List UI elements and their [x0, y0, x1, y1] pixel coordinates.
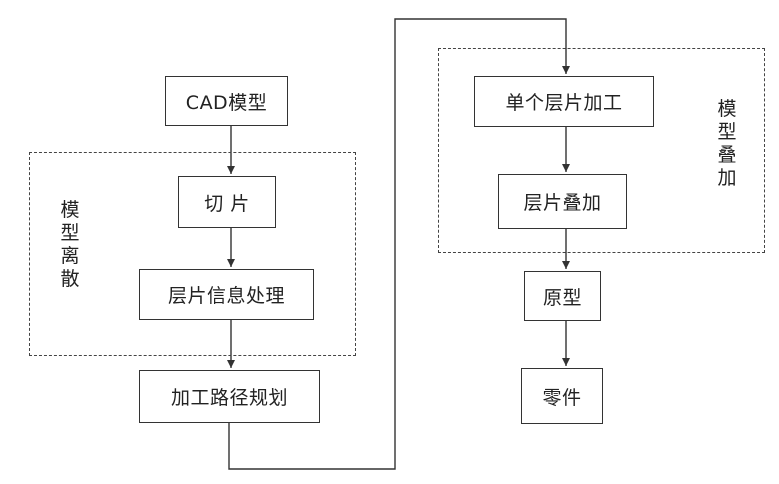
node-path-planning: 加工路径规划 — [139, 370, 320, 423]
node-layer-info-processing: 层片信息处理 — [139, 269, 314, 320]
node-prototype: 原型 — [524, 271, 601, 321]
node-part: 零件 — [521, 368, 603, 424]
region-label-model-stacking: 模型叠加 — [717, 98, 737, 189]
region-model-stacking — [438, 48, 765, 253]
node-slicing: 切 片 — [178, 176, 276, 228]
node-single-layer-machining: 单个层片加工 — [474, 76, 654, 127]
region-model-discretization — [29, 152, 356, 356]
node-cad-model: CAD模型 — [165, 76, 288, 126]
region-label-model-discretization: 模型离散 — [60, 199, 80, 290]
connector-path-planning-to-single-layer — [228, 18, 570, 470]
node-layer-stacking: 层片叠加 — [498, 174, 627, 229]
